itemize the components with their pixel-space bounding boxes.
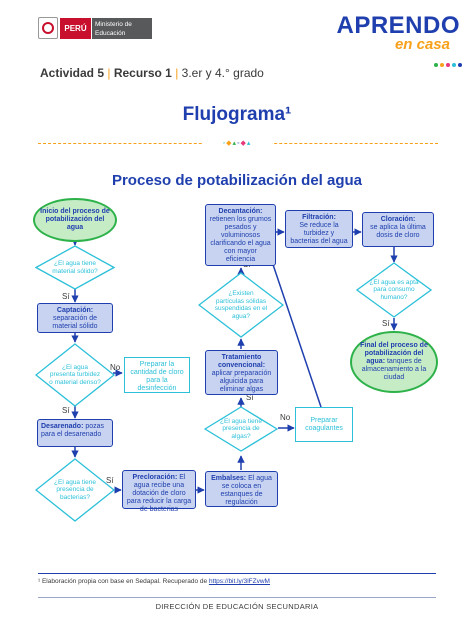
footnote-text: ¹ Elaboración propia con base en Sedapal… <box>38 578 208 585</box>
activity-line: Actividad 5 | Recurso 1 | 3.er y 4.° gra… <box>40 66 264 80</box>
decision-apto-consumo-label: ¿El agua es apta para consumo humano? <box>369 278 419 301</box>
label-si-6: Sí <box>382 319 390 328</box>
brand-dots <box>432 54 462 72</box>
label-si-2: Sí <box>62 406 70 415</box>
brand-line1: APRENDO <box>336 12 460 39</box>
precloracion-text: El agua recibe una dotación de cloro par… <box>126 474 192 513</box>
decision-turbidez-label: ¿El agua presenta turbidez o material de… <box>49 363 101 386</box>
embalses-step: Embalses: El agua se coloca en estanques… <box>205 471 278 507</box>
cloracion-step: Cloración: se aplica la última dosis de … <box>362 212 434 247</box>
end-node-title: Final del proceso de potabilización del … <box>360 342 428 365</box>
decision-material-solido: ¿El agua tiene material sólido? <box>35 245 115 290</box>
cloracion-title: Cloración: <box>380 216 416 223</box>
aprendo-en-casa-logo: APRENDO en casa <box>336 12 460 53</box>
filtracion-step: Filtración: Se reduce la turbidez y bact… <box>285 210 353 248</box>
embalses-title: Embalses: <box>211 475 247 482</box>
end-node-text: tanques de almacenamiento a la ciudad <box>361 358 427 381</box>
ministry-label: Ministerio de Educación <box>92 18 152 39</box>
start-node: Inicio del proceso de potabilización del… <box>33 198 117 242</box>
precloracion-step: Precloración: El agua recibe una dotació… <box>122 470 196 513</box>
label-no-2: No <box>280 413 291 422</box>
desarenado-title: Desarenado: <box>41 423 84 430</box>
brand-line2: en casa <box>394 36 450 53</box>
decantacion-text: retienen los grumos pesados y voluminoso… <box>209 216 272 263</box>
decantacion-step: Decantación: retienen los grumos pesados… <box>205 204 276 266</box>
peru-label: PERÚ <box>60 18 91 39</box>
decision-algas-label: ¿El agua tiene presencia de algas? <box>220 417 262 440</box>
preparar-cloro-step: Preparar la cantidad de cloro para la de… <box>124 357 190 393</box>
grade-label: 3.er y 4.° grado <box>181 66 264 80</box>
decantacion-title: Decantación: <box>218 208 263 215</box>
cloracion-text: se aplica la última dosis de cloro <box>370 224 426 239</box>
divider-shapes-icon: ◦◆▴◦◆▴ <box>202 139 272 148</box>
footnote-link[interactable]: https://bit.ly/3lFZvwM <box>208 578 270 585</box>
label-no-1: No <box>110 363 121 372</box>
desarenado-text: pozas para el desarenado <box>41 423 105 438</box>
desarenado-step: Desarenado: pozas para el desarenado <box>37 419 113 447</box>
footnote-divider <box>38 573 436 574</box>
tratamiento-step: Tratamiento convencional: aplicar prepar… <box>205 350 278 395</box>
page-title: Flujograma¹ <box>182 104 292 125</box>
peru-seal-icon <box>38 17 58 39</box>
footnote: ¹ Elaboración propia con base en Sedapal… <box>38 578 270 585</box>
captacion-step: Captación: separación de material sólido <box>37 303 113 333</box>
embalses-text: El agua se coloca en estanques de regula… <box>220 475 272 506</box>
preparar-coagulantes-label: Preparar coagulantes <box>305 416 343 432</box>
tratamiento-title: Tratamiento convencional: <box>217 354 266 369</box>
captacion-text: separación de material sólido <box>52 315 98 330</box>
activity-number: Actividad 5 <box>40 66 105 80</box>
start-node-label: Inicio del proceso de potabilización del… <box>40 208 110 231</box>
decision-algas: ¿El agua tiene presencia de algas? <box>204 406 278 452</box>
decision-turbidez: ¿El agua presenta turbidez o material de… <box>35 343 115 407</box>
label-si-4: Sí <box>246 393 254 402</box>
tratamiento-text: aplicar preparación alguicida para elimi… <box>211 370 272 393</box>
end-node: Final del proceso de potabilización del … <box>350 331 438 393</box>
resource-number: Recurso 1 <box>113 66 172 80</box>
preparar-cloro-label: Preparar la cantidad de cloro para la de… <box>130 361 184 392</box>
label-si-3: Sí <box>106 476 114 485</box>
captacion-title: Captación: <box>56 307 94 314</box>
decision-bacterias-label: ¿El agua tiene presencia de bacterias? <box>54 478 96 501</box>
filtracion-title: Filtración: <box>302 214 336 221</box>
minedu-logo: PERÚ Ministerio de Educación <box>38 16 188 42</box>
decision-apto-consumo: ¿El agua es apta para consumo humano? <box>356 262 432 318</box>
decision-particulas-label: ¿Existen partículas sólidas suspendidas … <box>214 290 268 320</box>
flowchart-title: Proceso de potabilización del agua <box>111 172 363 189</box>
preparar-coagulantes-step: Preparar coagulantes <box>295 407 353 442</box>
decision-particulas: ¿Existen partículas sólidas suspendidas … <box>198 272 284 338</box>
decision-material-solido-label: ¿El agua tiene material sólido? <box>52 260 98 275</box>
filtracion-text: Se reduce la turbidez y bacterias del ag… <box>290 222 348 245</box>
precloracion-title: Precloración: <box>132 474 178 481</box>
decision-bacterias: ¿El agua tiene presencia de bacterias? <box>35 458 115 522</box>
footer-divider <box>38 597 436 598</box>
footer-text: DIRECCIÓN DE EDUCACIÓN SECUNDARIA <box>155 602 319 611</box>
label-si-1: Sí <box>62 292 70 301</box>
